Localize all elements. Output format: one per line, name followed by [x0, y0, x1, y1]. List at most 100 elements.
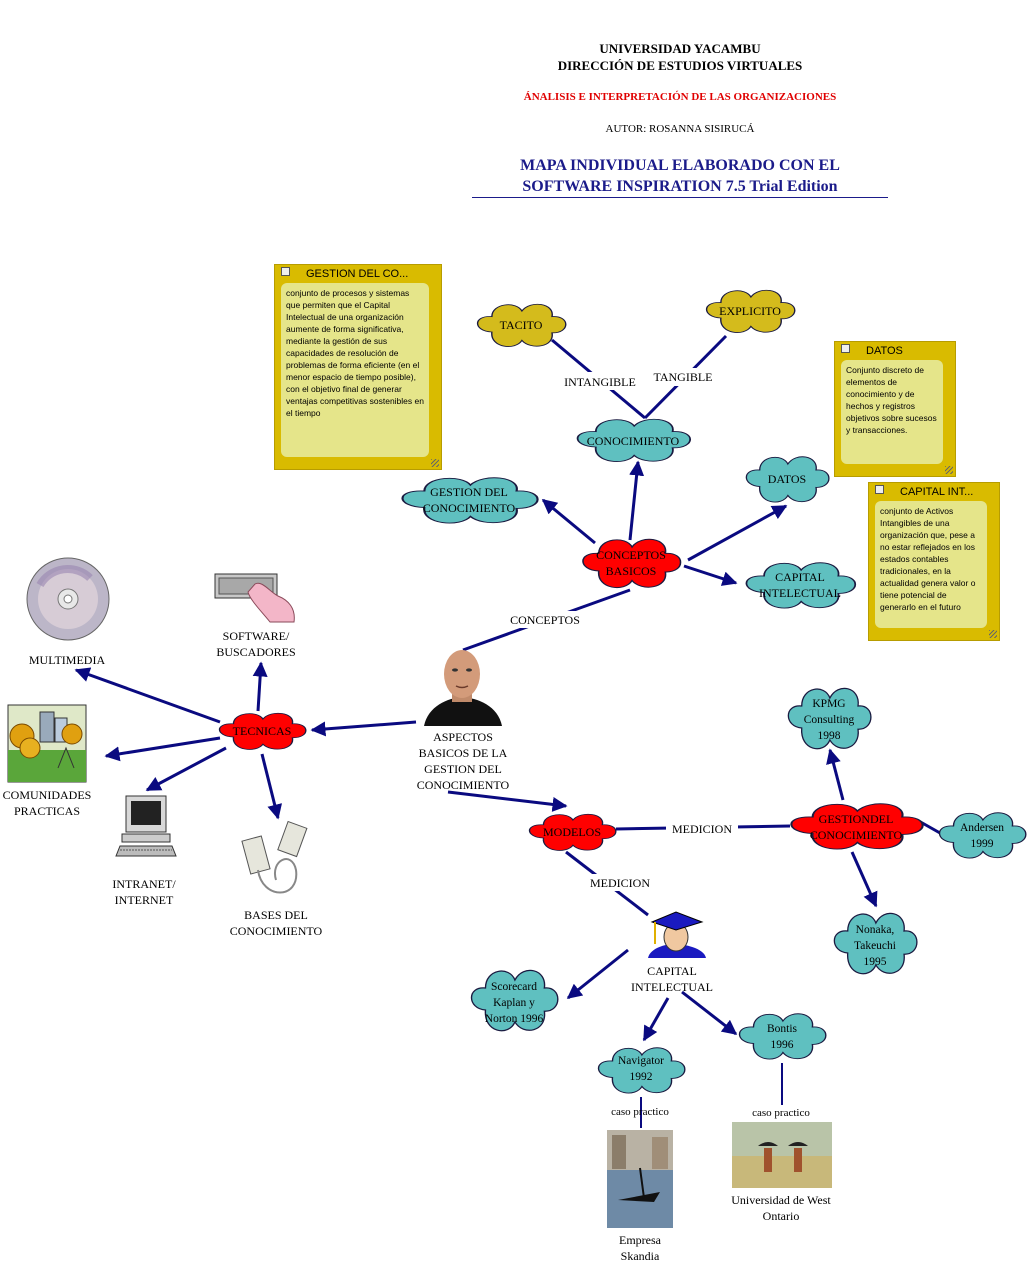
west-label-line2: Ontario: [763, 1209, 800, 1223]
skandia-gondola-photo[interactable]: [607, 1130, 673, 1228]
cloud-capital-line1: CAPITAL: [775, 570, 825, 584]
cloud-conocimiento[interactable]: CONOCIMIENTO: [578, 419, 691, 461]
cloud-andersen[interactable]: Andersen 1999: [940, 813, 1026, 858]
note-gestion-del-conocimiento[interactable]: GESTION DEL CO... conjunto de procesos y…: [274, 264, 442, 470]
cloud-scorecard[interactable]: Scorecard Kaplan y Norton 1996: [472, 970, 558, 1030]
link-label-caso-1: caso practico: [611, 1106, 669, 1118]
note-datos[interactable]: DATOS Conjunto discreto de elementos de …: [834, 341, 956, 477]
note-gestion-title: GESTION DEL CO...: [281, 267, 437, 281]
note-resize-grip-icon[interactable]: [945, 466, 953, 474]
cloud-bontis[interactable]: Bontis 1996: [740, 1014, 826, 1059]
cloud-nonaka-line1: Nonaka,: [856, 924, 895, 936]
cloud-scorecard-line2: Kaplan y: [493, 997, 535, 1009]
central-label-line1: ASPECTOS: [433, 730, 493, 744]
arrow-central-modelos: [447, 790, 568, 812]
cloud-kpmg-line1: KPMG: [812, 698, 845, 710]
cloud-modelos[interactable]: MODELOS: [530, 814, 616, 850]
cloud-andersen-line1: Andersen: [960, 822, 1004, 834]
cloud-explicito[interactable]: EXPLICITO: [707, 290, 795, 332]
link-labels: INTANGIBLE TANGIBLE CONCEPTOS MEDICION M…: [504, 368, 810, 1119]
arrow-capital-scorecard: [566, 948, 629, 1000]
arrow-central-tecnicas: [310, 720, 417, 737]
central-label-line4: CONOCIMIENTO: [417, 778, 510, 792]
note-resize-grip-icon[interactable]: [989, 630, 997, 638]
cloud-gestion-line1: GESTION DEL: [430, 485, 508, 499]
central-label: ASPECTOS BASICOS DE LA GESTION DEL CONOC…: [417, 730, 510, 792]
arrow-tecnicas-intranet: [145, 746, 227, 792]
cloud-conceptos-line1: CONCEPTOS: [596, 548, 666, 562]
central-person-image[interactable]: [424, 650, 502, 726]
graduate-person-icon[interactable]: [648, 911, 706, 958]
arrow-conceptos-capital: [683, 564, 738, 586]
cloud-andersen-line2: 1999: [971, 838, 994, 850]
arrow-tecnicas-software: [252, 661, 268, 712]
note-capital-title: CAPITAL INT...: [875, 485, 995, 499]
central-label-line2: BASICOS DE LA: [419, 746, 508, 760]
map-title-line2: SOFTWARE INSPIRATION 7.5 Trial Edition: [522, 178, 838, 195]
link-label-medicion-2: MEDICION: [590, 876, 650, 890]
cloud-gestion-del-conocimiento[interactable]: GESTION DEL CONOCIMIENTO: [402, 478, 537, 523]
cloud-navigator-line1: Navigator: [618, 1055, 664, 1067]
skandia-label-line1: Empresa: [619, 1233, 662, 1247]
cloud-kpmg[interactable]: KPMG Consulting 1998: [788, 688, 871, 748]
cloud-tecnicas-label: TECNICAS: [233, 724, 292, 738]
arrow-conceptos-gestion: [541, 498, 596, 545]
cloud-datos[interactable]: DATOS: [746, 457, 829, 502]
arrow-capital-navigator: [642, 997, 670, 1042]
note-capital-intelectual[interactable]: CAPITAL INT... conjunto de Activos Intan…: [868, 482, 1000, 641]
cloud-datos-label: DATOS: [768, 472, 806, 486]
cloud-capital-intelectual[interactable]: CAPITAL INTELECTUAL: [746, 563, 855, 608]
link-label-caso-2: caso practico: [752, 1107, 810, 1119]
arrow-gc-nonaka: [850, 851, 878, 908]
link-label-medicion-1: MEDICION: [672, 822, 732, 836]
cloud-gestion-line2: CONOCIMIENTO: [423, 501, 516, 515]
cloud-gestion-conocimiento-red[interactable]: GESTIONDEL CONOCIMIENTO: [791, 804, 922, 849]
cloud-scorecard-line1: Scorecard: [491, 981, 537, 993]
note-collapse-icon[interactable]: [875, 485, 884, 494]
cloud-capital-line2: INTELECTUAL: [759, 586, 841, 600]
cloud-conocimiento-label: CONOCIMIENTO: [587, 434, 680, 448]
comunidades-park-icon[interactable]: [7, 704, 87, 783]
multimedia-label: MULTIMEDIA: [29, 653, 106, 667]
cloud-navigator-line2: 1992: [630, 1071, 653, 1083]
arrow-conceptos-datos: [687, 504, 788, 562]
direction-name: DIRECCIÓN DE ESTUDIOS VIRTUALES: [557, 58, 803, 73]
cloud-tecnicas[interactable]: TECNICAS: [220, 713, 306, 749]
arrow-tecnicas-comunidades: [104, 736, 221, 762]
note-datos-title: DATOS: [841, 344, 951, 358]
cloud-kpmg-line3: 1998: [818, 730, 841, 742]
multimedia-cd-icon[interactable]: [26, 557, 110, 641]
bases-label-line1: BASES DEL: [244, 908, 308, 922]
west-ontario-painting[interactable]: [732, 1122, 832, 1188]
central-label-line3: GESTION DEL: [424, 762, 502, 776]
software-label-line1: SOFTWARE/: [223, 629, 290, 643]
map-title-line1: MAPA INDIVIDUAL ELABORADO CON EL: [520, 157, 840, 174]
note-gestion-body: conjunto de procesos y sistemas que perm…: [281, 283, 429, 457]
cloud-conceptos-basicos[interactable]: CONCEPTOS BASICOS: [583, 539, 681, 587]
cloud-nonaka-line3: 1995: [864, 956, 887, 968]
cloud-kpmg-line2: Consulting: [804, 714, 855, 726]
note-collapse-icon[interactable]: [281, 267, 290, 276]
cloud-tacito[interactable]: TACITO: [478, 304, 566, 346]
link-label-conceptos: CONCEPTOS: [510, 613, 580, 627]
bases-cable-icon[interactable]: [241, 820, 308, 894]
course-name: ÁNALISIS E INTERPRETACIÓN DE LAS ORGANIZ…: [523, 91, 837, 103]
arrow-gc-kpmg: [826, 748, 845, 801]
cloud-navigator[interactable]: Navigator 1992: [599, 1048, 685, 1093]
note-resize-grip-icon[interactable]: [431, 459, 439, 467]
cloud-gc-line2: CONOCIMIENTO: [810, 828, 903, 842]
note-capital-body: conjunto de Activos Intangibles de una o…: [875, 501, 987, 628]
software-keyboard-icon[interactable]: [214, 573, 295, 623]
cloud-nonaka[interactable]: Nonaka, Takeuchi 1995: [834, 913, 917, 973]
capital-person-label-line2: INTELECTUAL: [631, 980, 713, 994]
title-underline: [472, 197, 888, 198]
arrow-conceptos-conocimiento: [628, 460, 645, 541]
header-university-block: UNIVERSIDAD YACAMBU DIRECCIÓN DE ESTUDIO…: [470, 40, 890, 74]
cloud-modelos-label: MODELOS: [543, 825, 601, 839]
computer-icon[interactable]: [115, 795, 177, 857]
map-title: MAPA INDIVIDUAL ELABORADO CON EL SOFTWAR…: [470, 155, 890, 197]
cloud-gc-line1: GESTIONDEL: [819, 812, 894, 826]
software-label-line2: BUSCADORES: [216, 645, 295, 659]
note-collapse-icon[interactable]: [841, 344, 850, 353]
